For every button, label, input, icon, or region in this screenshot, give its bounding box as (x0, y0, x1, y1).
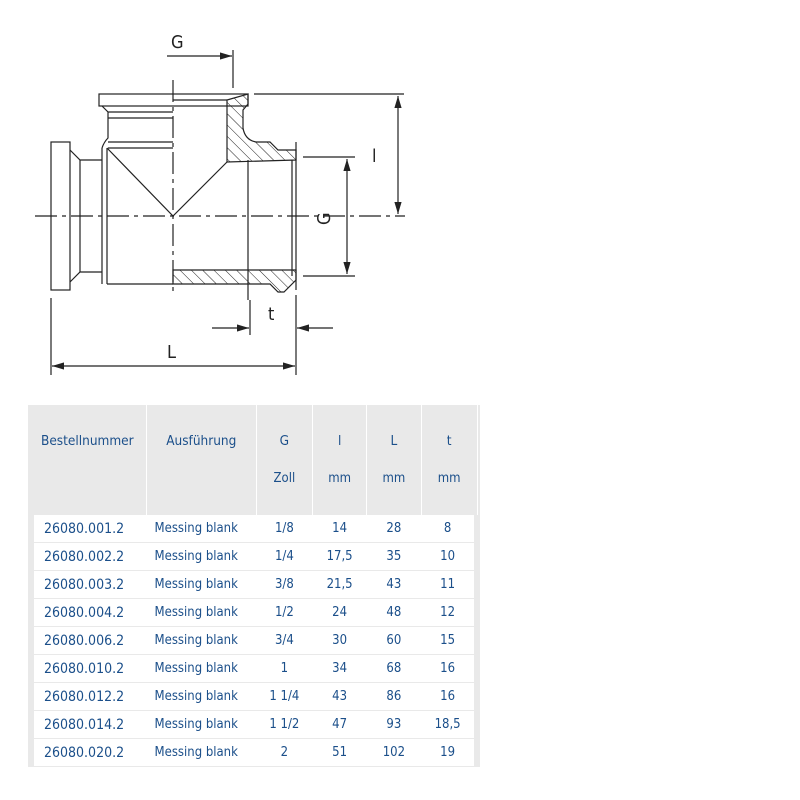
header-bestellnummer: Bestellnummer (31, 405, 148, 467)
cell-g-zoll: 2 (256, 738, 313, 767)
cell-l-mm: 30 (312, 626, 367, 655)
tee-fitting-drawing: G l G t L (35, 32, 405, 375)
cell-t-mm: 16 (421, 654, 480, 683)
header-l-small: l (312, 405, 367, 467)
cell-g-zoll: 1/2 (256, 598, 313, 627)
cell-t-mm: 12 (421, 598, 480, 627)
cell-t-mm: 18,5 (421, 710, 480, 739)
cell-L-mm: 60 (366, 626, 422, 655)
unit-t: mm (421, 467, 478, 515)
cell-t-mm: 19 (421, 738, 480, 767)
cell-order-number: 26080.012.2 (28, 682, 147, 711)
label-g-top: G (171, 32, 184, 53)
cell-L-mm: 35 (366, 542, 422, 571)
cell-order-number: 26080.004.2 (28, 598, 147, 627)
label-g-side: G (314, 212, 335, 225)
header-t: t (421, 405, 478, 467)
cell-t-mm: 8 (421, 515, 480, 543)
cell-g-zoll: 1/8 (256, 515, 313, 543)
cell-design: Messing blank (146, 570, 257, 599)
cell-order-number: 26080.010.2 (28, 654, 147, 683)
cell-g-zoll: 1/4 (256, 542, 313, 571)
label-L: L (167, 342, 176, 363)
cell-design: Messing blank (146, 542, 257, 571)
cell-t-mm: 16 (421, 682, 480, 711)
cell-g-zoll: 3/4 (256, 626, 313, 655)
cell-L-mm: 48 (366, 598, 422, 627)
unit-bestellnummer (31, 467, 148, 515)
cell-L-mm: 93 (366, 710, 422, 739)
header-l: L (366, 405, 422, 467)
cell-order-number: 26080.014.2 (28, 710, 147, 739)
cell-g-zoll: 1 1/2 (256, 710, 313, 739)
cell-design: Messing blank (146, 710, 257, 739)
cell-order-number: 26080.002.2 (28, 542, 147, 571)
cell-l-mm: 24 (312, 598, 367, 627)
cell-L-mm: 68 (366, 654, 422, 683)
cell-t-mm: 11 (421, 570, 480, 599)
dimension-table: Bestellnummer Ausführung G l L t Zoll mm… (28, 405, 480, 767)
header-g: G (256, 405, 314, 467)
unit-l: mm (366, 467, 422, 515)
cell-t-mm: 10 (421, 542, 480, 571)
cell-g-zoll: 1 1/4 (256, 682, 313, 711)
unit-g: Zoll (256, 467, 314, 515)
unit-l-small: mm (312, 467, 367, 515)
header-ausfuehrung: Ausführung (146, 405, 257, 467)
cell-l-mm: 51 (312, 738, 367, 767)
bottom-wall-section (172, 269, 297, 293)
label-t: t (268, 304, 274, 325)
cell-design: Messing blank (146, 738, 257, 767)
cell-l-mm: 34 (312, 654, 367, 683)
cell-L-mm: 102 (366, 738, 422, 767)
cell-order-number: 26080.001.2 (28, 515, 147, 543)
cell-design: Messing blank (146, 626, 257, 655)
cell-l-mm: 47 (312, 710, 367, 739)
cell-L-mm: 28 (366, 515, 422, 543)
cell-order-number: 26080.003.2 (28, 570, 147, 599)
top-wall-section (226, 93, 297, 163)
cell-l-mm: 43 (312, 682, 367, 711)
cell-t-mm: 15 (421, 626, 480, 655)
cell-design: Messing blank (146, 515, 257, 543)
cell-design: Messing blank (146, 654, 257, 683)
cell-l-mm: 21,5 (312, 570, 367, 599)
cell-L-mm: 86 (366, 682, 422, 711)
cell-l-mm: 17,5 (312, 542, 367, 571)
cell-order-number: 26080.006.2 (28, 626, 147, 655)
cell-design: Messing blank (146, 598, 257, 627)
cell-design: Messing blank (146, 682, 257, 711)
cell-order-number: 26080.020.2 (28, 738, 147, 767)
cell-l-mm: 14 (312, 515, 367, 543)
label-l-small: l (372, 146, 377, 167)
cell-g-zoll: 3/8 (256, 570, 313, 599)
unit-ausfuehrung (146, 467, 257, 515)
cell-g-zoll: 1 (256, 654, 313, 683)
cell-L-mm: 43 (366, 570, 422, 599)
